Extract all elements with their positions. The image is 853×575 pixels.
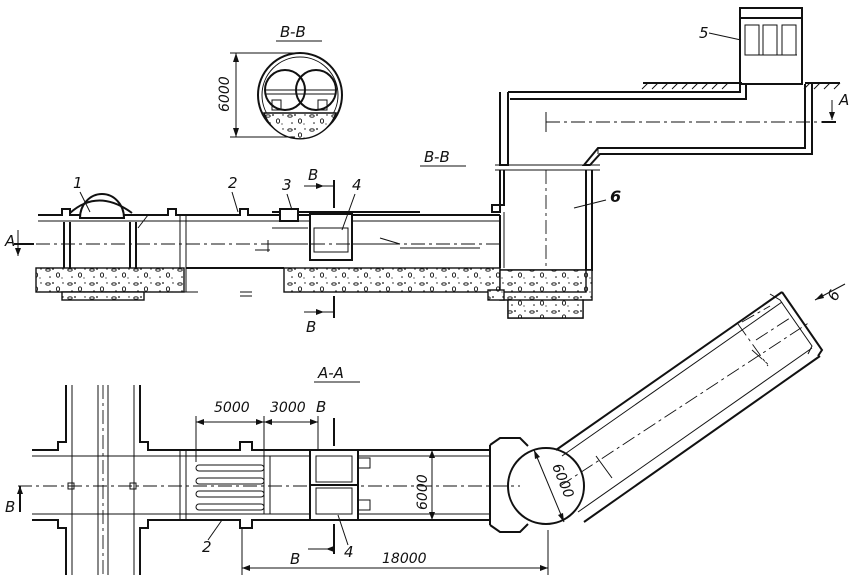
tunnel-plan-lower-wall <box>186 519 490 529</box>
concrete-invert <box>263 112 337 140</box>
surface-entrance: 5 <box>641 7 841 90</box>
label-item-5: 5 <box>699 24 709 42</box>
label-item-4-top: 4 <box>352 176 362 194</box>
label-item-2-bottom: 2 <box>202 538 212 556</box>
dim-5000: 5000 <box>214 400 250 416</box>
dim-18000: 18000 <box>382 551 427 567</box>
section-bb-title: B-B <box>280 23 306 41</box>
track-bed-mid <box>283 267 501 293</box>
label-item-4-bottom: 4 <box>344 543 354 561</box>
label-item-3: 3 <box>282 176 292 194</box>
station-vault <box>78 193 126 219</box>
section-bb-mid-title: B-B <box>424 148 450 166</box>
cut-B-plan-bottom: B <box>290 550 300 568</box>
track-bed-left <box>35 267 185 293</box>
plan-aa: A-A B 2 <box>5 283 846 575</box>
shaft-wall <box>585 170 593 271</box>
label-item-2-top: 2 <box>228 174 238 192</box>
longitudinal-section: A 6 1 A <box>4 83 849 336</box>
cut-A-left: A <box>4 232 15 250</box>
upper-passage-floor <box>581 84 813 166</box>
cut-B-bottom: B <box>306 318 316 336</box>
label-item-1: 1 <box>73 174 83 192</box>
dim-6000-vertical: 6000 <box>217 76 233 112</box>
inclined-passage-upper <box>555 291 783 451</box>
station-cross-upper-left <box>32 385 67 451</box>
cut-A-right: A <box>838 91 849 109</box>
section-bb-detail: B-B 6000 <box>217 23 343 140</box>
label-item-6: 6 <box>610 187 621 206</box>
entrance-pavilion <box>739 7 803 85</box>
tunnel-plan-upper-wall <box>186 441 490 451</box>
cut-B-top: B <box>308 166 318 184</box>
section-aa-title: A-A <box>317 364 344 382</box>
cut-B-left: B <box>5 498 15 516</box>
dim-6000-plan: 6000 <box>415 474 431 510</box>
dim-3000: 3000 <box>270 400 306 416</box>
inclined-passage-lower <box>583 355 821 523</box>
shaft-plan-circle <box>507 447 585 525</box>
cut-B-plan-top: B <box>316 398 326 416</box>
upper-passage-roof <box>508 83 747 100</box>
